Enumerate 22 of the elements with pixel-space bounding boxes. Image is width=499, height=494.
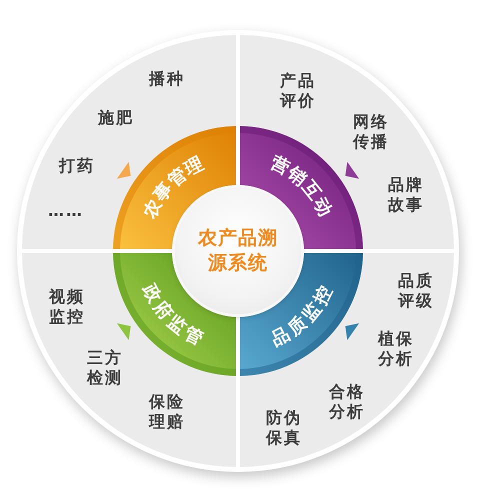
item-label: 品质评级 — [398, 271, 434, 311]
item-label: 防伪保真 — [266, 408, 302, 448]
item-label: 打药 — [58, 156, 96, 176]
item-label: 视频监控 — [48, 287, 86, 327]
item-label: 施肥 — [98, 108, 134, 128]
item-label: …… — [48, 201, 84, 221]
quadrant-sector — [22, 35, 238, 251]
item-label: 播种 — [148, 69, 186, 89]
segment-label: 政府监管 — [138, 280, 208, 350]
item-label: 保险理赔 — [148, 392, 186, 432]
ring-segment — [113, 126, 238, 251]
center-label: 农产品溯源系统 — [197, 226, 279, 276]
item-label: 合格分析 — [328, 382, 366, 422]
segment-label: 营销互动 — [268, 152, 338, 222]
quadrant-sector — [238, 35, 454, 251]
item-label: 网络传播 — [352, 112, 390, 152]
item-label: 品牌故事 — [388, 175, 424, 215]
item-label: 植保分析 — [378, 329, 414, 369]
item-label: 产品评价 — [280, 71, 316, 111]
segment-label: 品质监控 — [268, 280, 338, 350]
item-label: 三方检测 — [86, 348, 124, 388]
segment-label: 农事管理 — [138, 152, 208, 222]
